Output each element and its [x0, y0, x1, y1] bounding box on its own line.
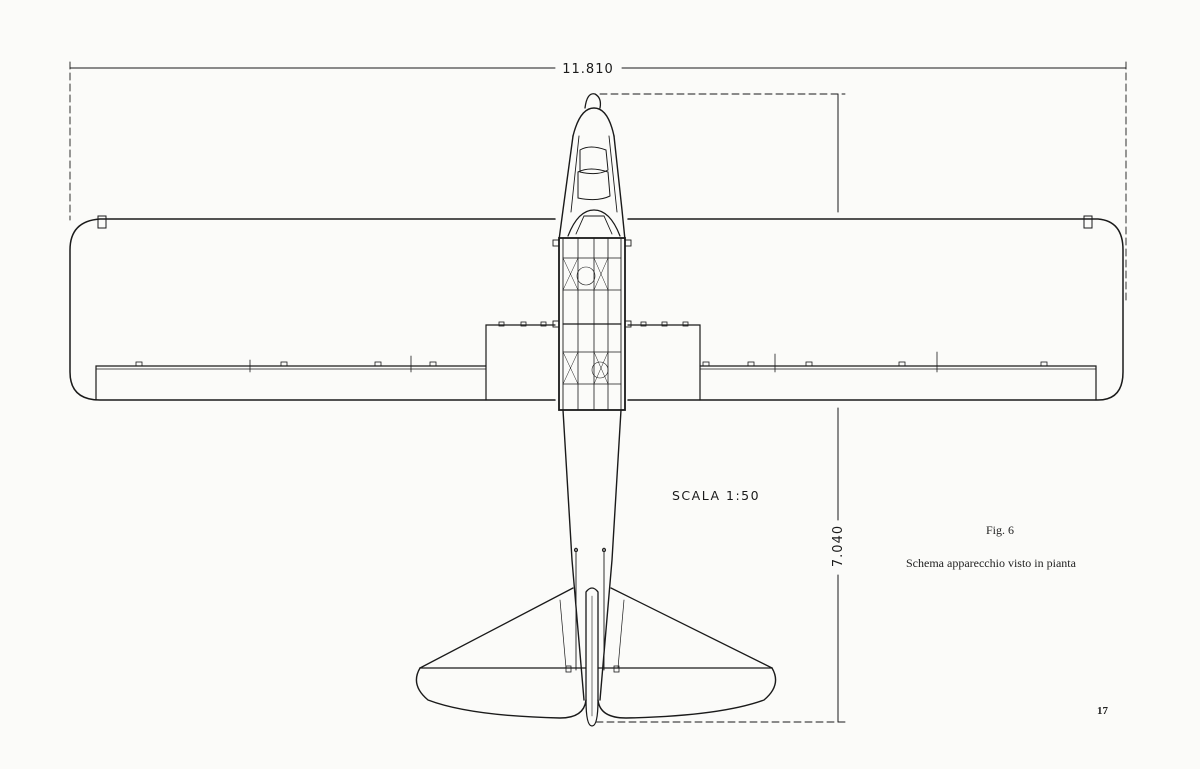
wingspan-value: 11.810 — [562, 62, 614, 77]
fuselage — [552, 93, 632, 727]
length-value: 7.040 — [831, 525, 846, 567]
figure-caption: Schema apparecchio visto in pianta — [906, 556, 1076, 570]
page-number: 17 — [1097, 705, 1108, 717]
scale-label: SCALA 1:50 — [672, 488, 760, 503]
left-wing — [69, 215, 556, 401]
right-wing — [627, 215, 1124, 401]
length-dimension: 7.040 — [595, 93, 846, 723]
tailplane — [415, 587, 777, 719]
wingspan-dimension: 11.810 — [69, 61, 1127, 301]
figure-number: Fig. 6 — [986, 523, 1015, 537]
